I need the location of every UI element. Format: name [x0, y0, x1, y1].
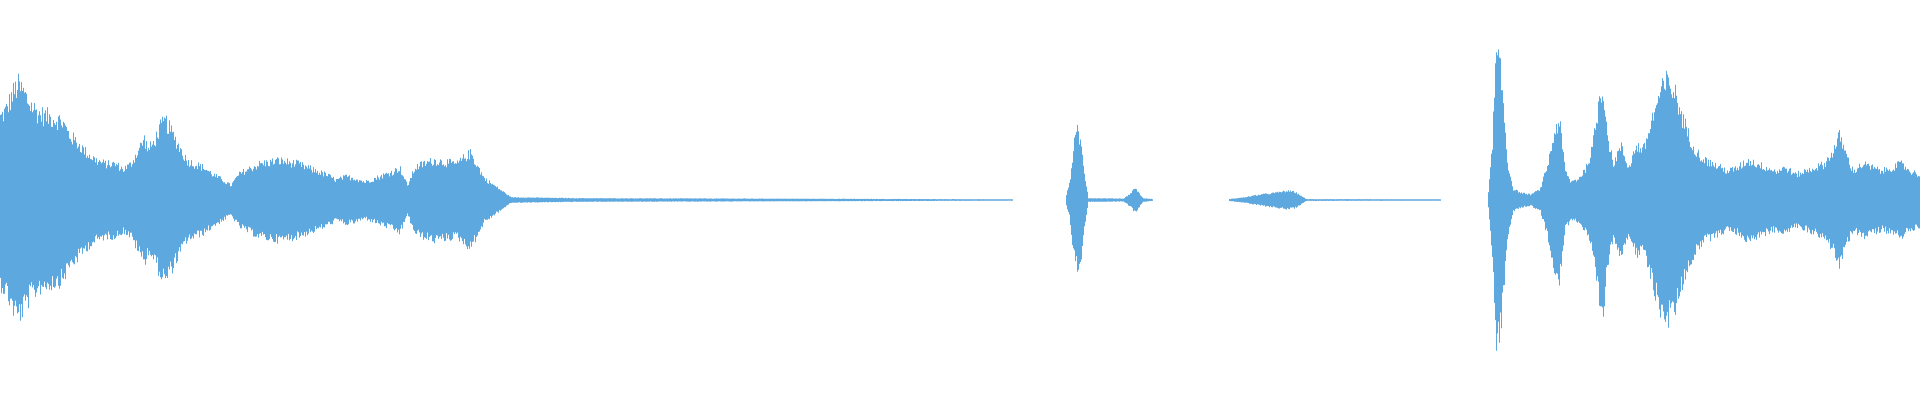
waveform-segment	[511, 197, 1013, 203]
waveform-segments	[0, 49, 1920, 351]
waveform-segment	[0, 73, 512, 321]
waveform-segment	[1087, 188, 1153, 212]
waveform-segment	[1066, 124, 1088, 272]
waveform-segment	[1306, 199, 1441, 201]
waveform-segment	[1229, 190, 1307, 210]
waveform-segment	[1488, 49, 1920, 351]
